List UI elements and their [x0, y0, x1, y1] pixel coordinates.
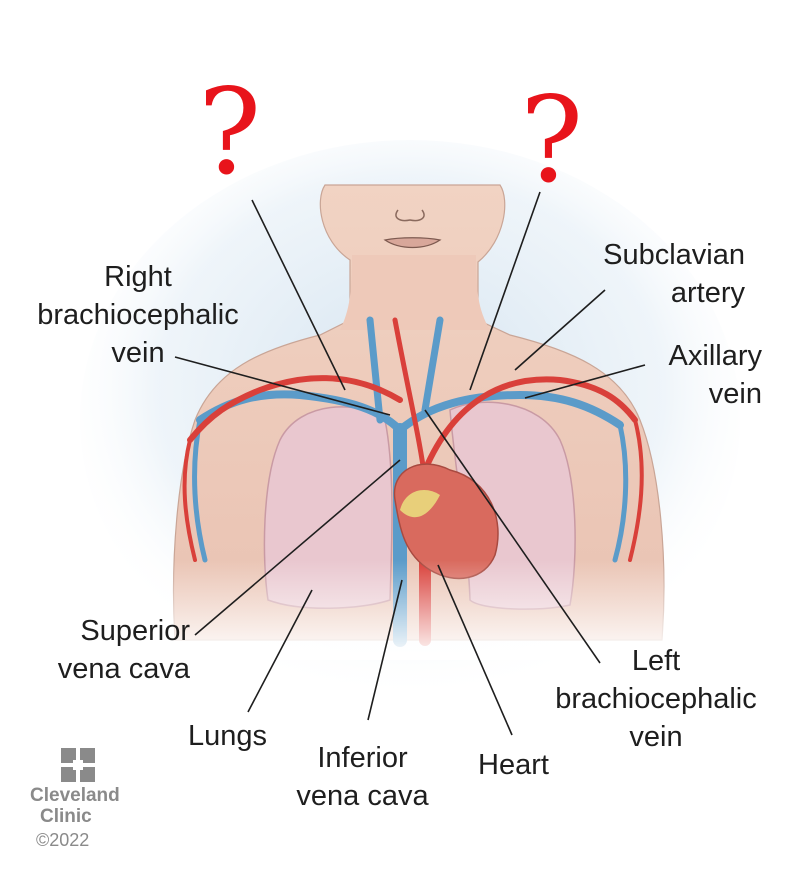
label-line: brachiocephalic: [555, 683, 757, 715]
neck: [340, 255, 490, 330]
label-line: Inferior: [317, 742, 408, 774]
leader-line-right-brachiocephalic: [174, 356, 391, 416]
label-line: Left: [631, 645, 681, 677]
label-inferior-vena-cava: Inferior vena cava: [290, 739, 435, 815]
label-right-brachiocephalic-vein: Right brachiocephalic vein: [28, 258, 248, 372]
question-mark-right: ?: [520, 71, 584, 209]
label-left-brachiocephalic-vein: Left brachiocephalic vein: [545, 642, 767, 756]
leader-line-subclavian: [514, 289, 606, 371]
leader-line-heart: [437, 564, 513, 736]
leader-line-right-question: [469, 191, 541, 391]
label-line: Right: [104, 261, 172, 293]
label-line: Lungs: [188, 720, 268, 752]
leader-line-inferior-vena-cava: [367, 579, 403, 721]
label-line: vena cava: [57, 653, 190, 685]
leader-lines: [174, 191, 646, 736]
label-subclavian-artery: Subclavian artery: [585, 236, 745, 312]
label-axillary-vein: Axillary vein: [620, 337, 762, 413]
label-line: artery: [670, 277, 745, 309]
leader-line-axillary: [524, 364, 646, 399]
torso-fade: [150, 560, 690, 660]
leader-line-left-brachiocephalic: [424, 409, 601, 664]
cleveland-clinic-cross-icon: [61, 748, 95, 782]
question-mark-left: ?: [198, 63, 262, 201]
logo-name-line1: Cleveland: [30, 785, 120, 806]
label-line: Superior: [80, 615, 190, 647]
label-line: Heart: [478, 749, 549, 781]
mouth: [383, 237, 442, 249]
logo-name-line2: Clinic: [40, 806, 92, 827]
label-line: vein: [708, 378, 762, 410]
label-line: vein: [629, 721, 683, 753]
label-line: vein: [111, 337, 165, 369]
heart-fat: [400, 490, 440, 518]
leader-line-superior-vena-cava: [194, 459, 401, 636]
copyright-text: ©2022: [36, 830, 90, 850]
leader-line-lungs: [247, 589, 313, 713]
label-line: Axillary: [668, 340, 762, 372]
label-line: brachiocephalic: [37, 299, 239, 331]
leader-line-left-question: [251, 199, 346, 391]
label-lungs: Lungs: [188, 717, 267, 755]
label-superior-vena-cava: Superior vena cava: [45, 612, 190, 688]
label-line: Subclavian: [603, 239, 745, 271]
label-line: vena cava: [296, 780, 429, 812]
label-heart: Heart: [478, 746, 549, 784]
nose: [395, 209, 425, 222]
